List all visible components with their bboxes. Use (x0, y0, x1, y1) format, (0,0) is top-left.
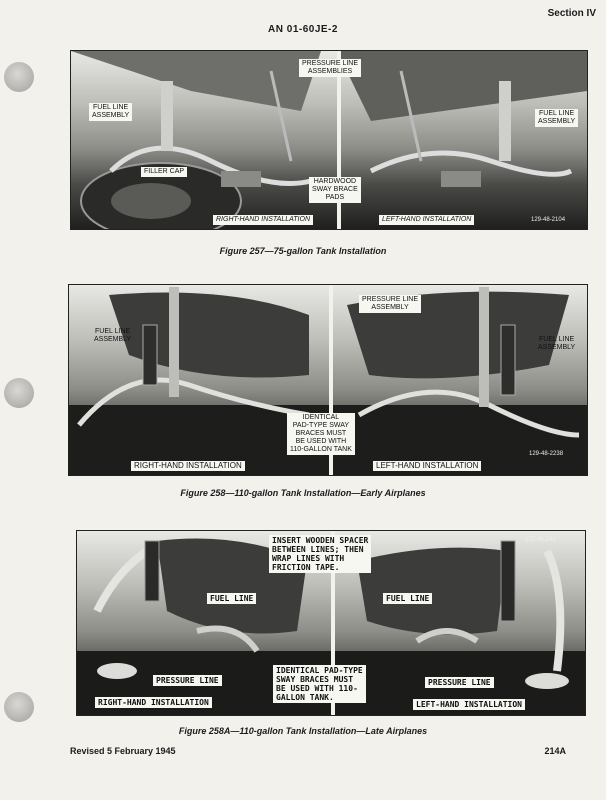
filler-cap-label: FILLER CAP (141, 167, 188, 177)
photo-code: 129-48-2238 (529, 451, 564, 457)
page-number: 214A (544, 746, 566, 756)
figure-258-divider (329, 285, 333, 475)
left-hand-installation-label: LEFT-HAND INSTALLATION (413, 699, 525, 710)
pressure-line-label-left: PRESSURE LINE (153, 675, 222, 686)
figure-258a-divider (331, 531, 335, 715)
figure-258-caption: Figure 258—110-gallon Tank Installation—… (180, 488, 426, 498)
fuel-line-label-left: FUEL LINE (207, 593, 257, 604)
binder-hole-bottom (4, 692, 34, 722)
left-hand-installation-label: LEFT-HAND INSTALLATION (379, 215, 475, 225)
binder-hole-middle (4, 378, 34, 408)
right-hand-installation-label: RIGHT-HAND INSTALLATION (213, 215, 313, 225)
figure-257-divider (337, 51, 341, 229)
revision-date: Revised 5 February 1945 (70, 746, 176, 756)
binder-hole-top (4, 62, 34, 92)
photo-code: 129-48-2104 (531, 217, 566, 223)
photo-code: 122-48-242 (525, 537, 556, 543)
figure-257-caption: Figure 257—75-gallon Tank Installation (219, 246, 387, 256)
fuel-line-label-right: FUEL LINE (383, 593, 433, 604)
section-label: Section IV (547, 8, 596, 19)
figure-257-illustration (71, 51, 587, 229)
right-hand-installation-label: RIGHT-HAND INSTALLATION (95, 697, 212, 708)
document-number: AN 01-60JE-2 (268, 24, 338, 35)
pressure-line-label-right: PRESSURE LINE (425, 677, 494, 688)
left-hand-installation-label: LEFT-HAND INSTALLATION (373, 461, 482, 471)
figure-258a-caption: Figure 258A—110-gallon Tank Installation… (178, 726, 428, 736)
right-hand-installation-label: RIGHT-HAND INSTALLATION (131, 461, 245, 471)
